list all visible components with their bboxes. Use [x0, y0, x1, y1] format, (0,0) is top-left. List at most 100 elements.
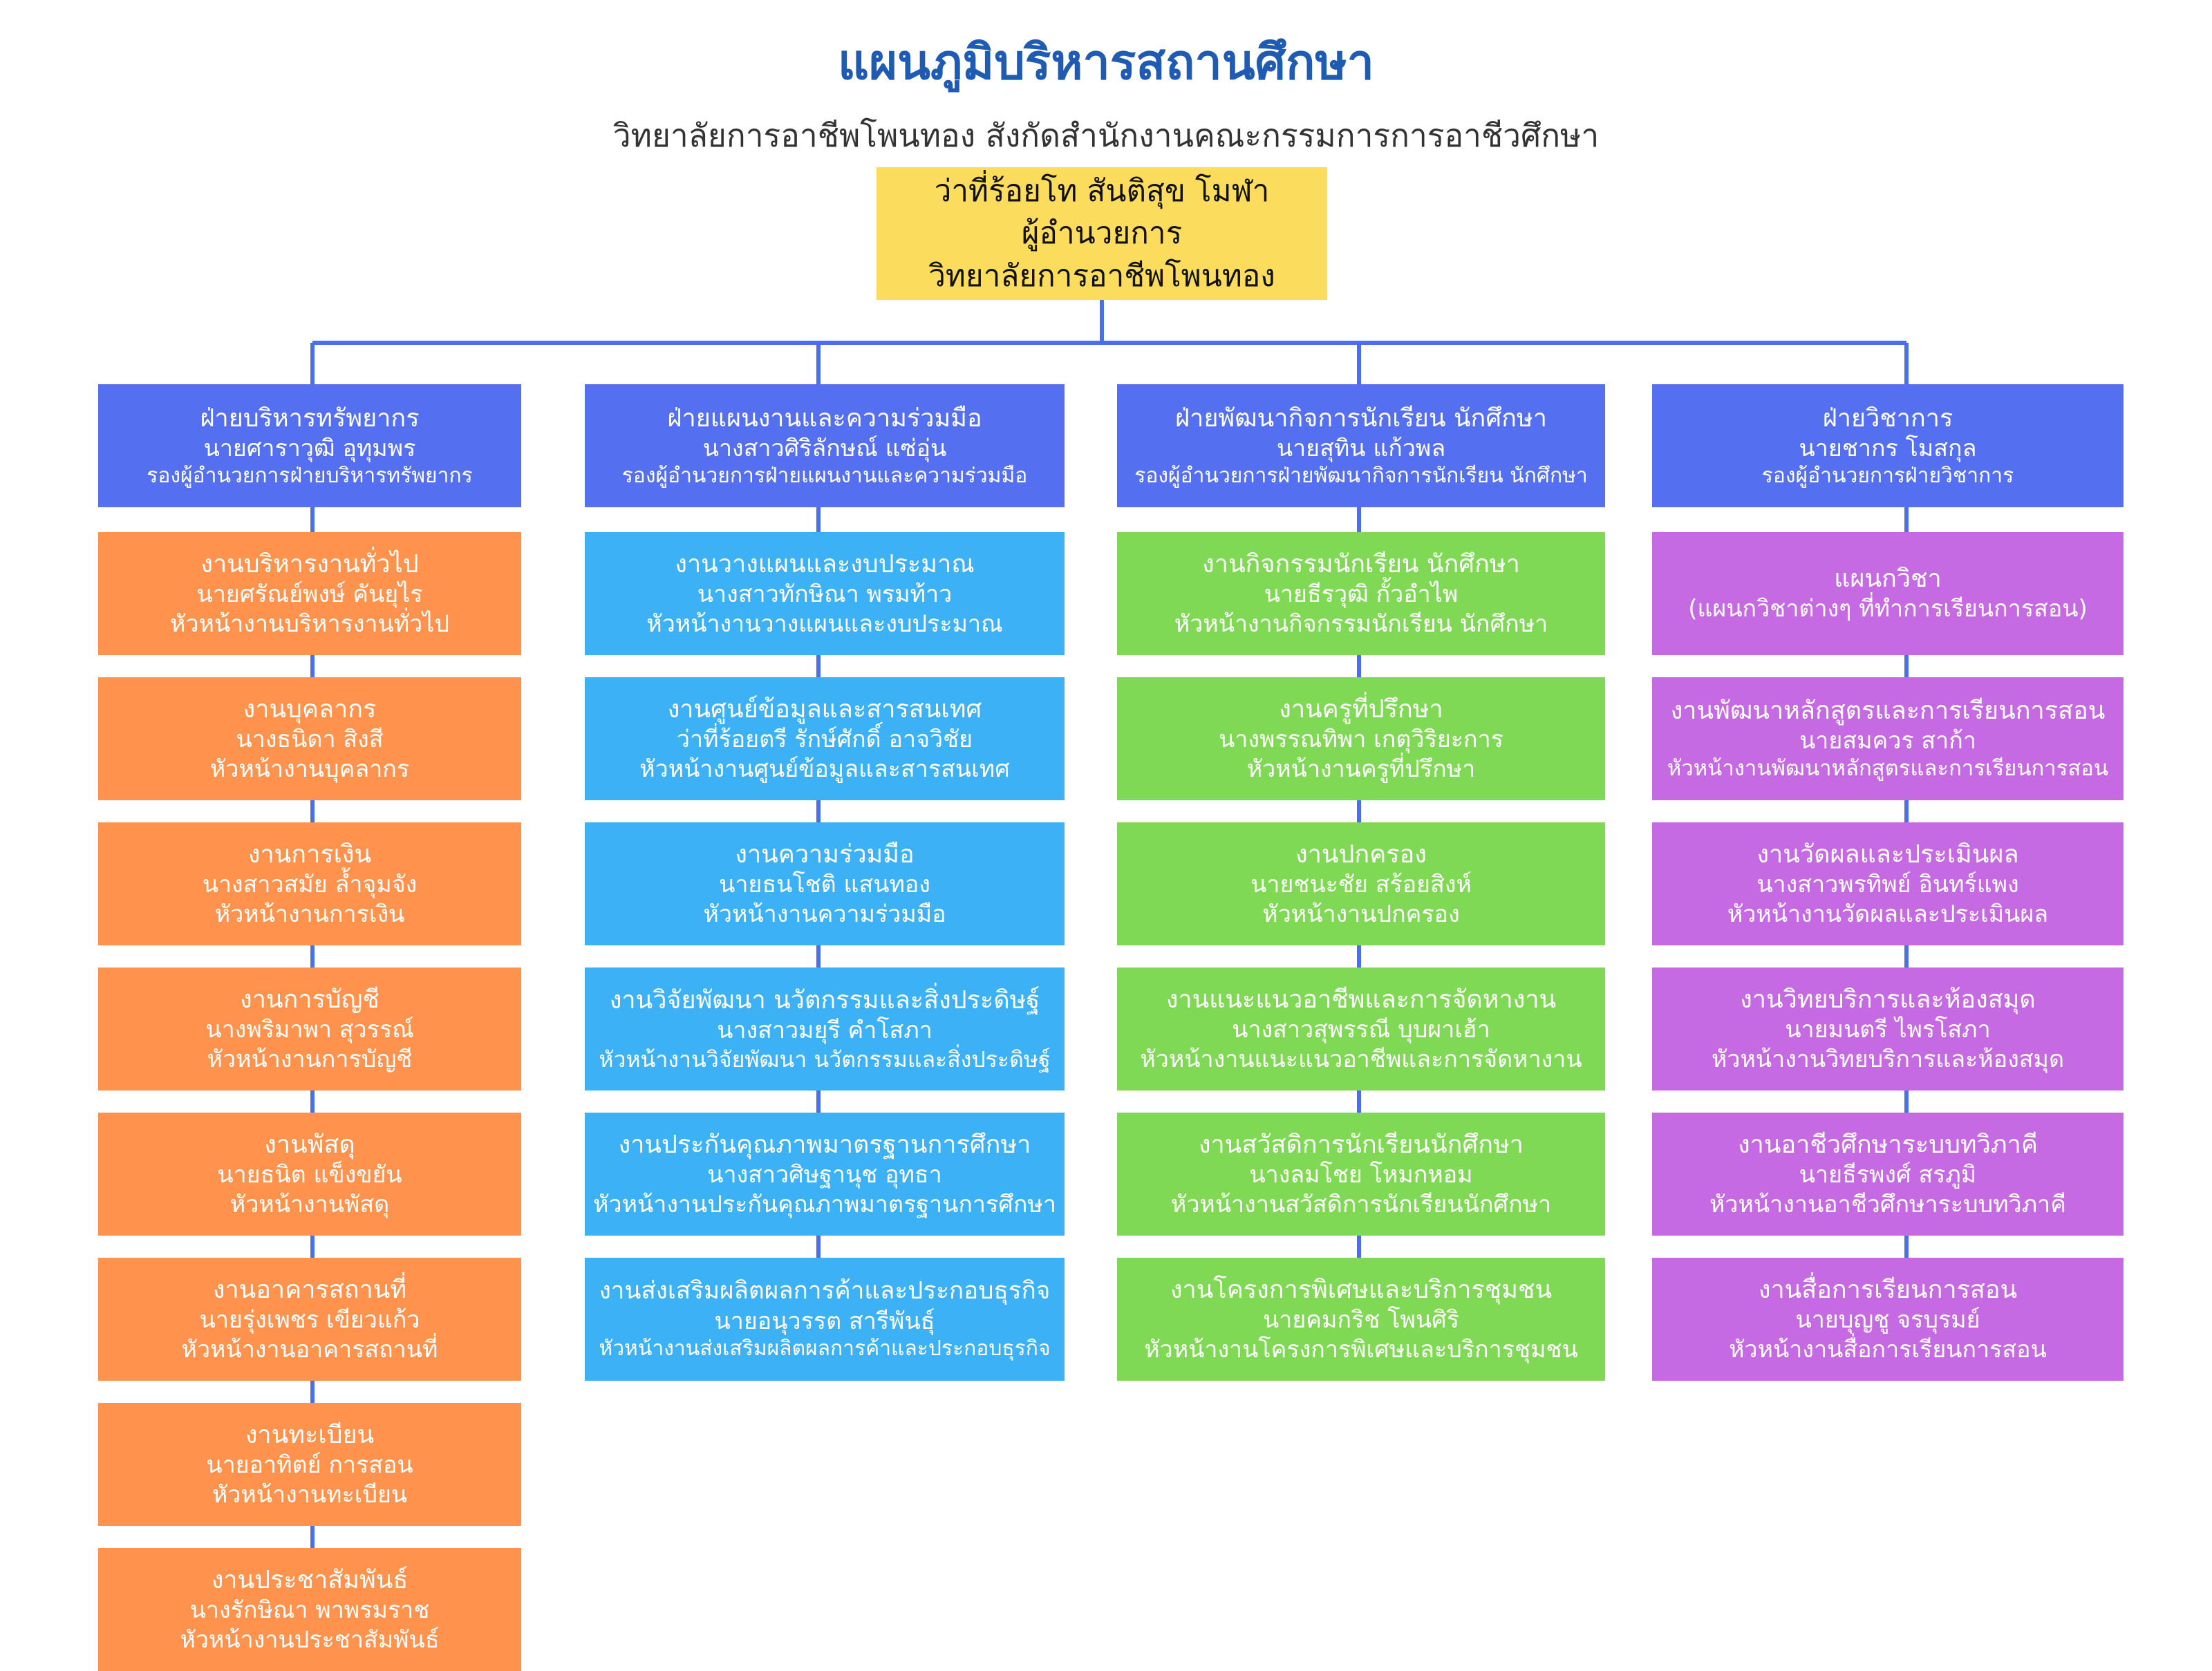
- task-person: นายรุ่งเพชร เขียวแก้ว: [199, 1306, 420, 1334]
- dept-head: นายสุทิน แก้วพล: [1276, 434, 1446, 462]
- task-role: หัวหน้างานประชาสัมพันธ์: [180, 1625, 440, 1654]
- dept-box-1: ฝ่ายแผนงานและความร่วมมือนางสาวศิริลักษณ์…: [585, 384, 1065, 507]
- task-box-2-4: งานสวัสดิการนักเรียนนักศึกษานางลมโชย โหม…: [1117, 1113, 1605, 1236]
- task-box-2-3: งานแนะแนวอาชีพและการจัดหางานนางสาวสุพรรณ…: [1117, 967, 1605, 1091]
- task-name: งานสื่อการเรียนการสอน: [1758, 1276, 2018, 1304]
- task-person: นายศรัณย์พงษ์ คันยุไร: [196, 580, 423, 608]
- task-name: งานแนะแนวอาชีพและการจัดหางาน: [1165, 985, 1557, 1014]
- task-box-1-5: งานส่งเสริมผลิตผลการค้าและประกอบธุรกิจนา…: [585, 1258, 1065, 1381]
- task-name: งานบริหารงานทั่วไป: [200, 550, 419, 578]
- task-person: นางสาวทักษิณา พรมท้าว: [697, 580, 953, 608]
- task-box-0-2: งานการเงินนางสาวสมัย ล้ำจุมจังหัวหน้างาน…: [98, 822, 521, 945]
- task-person: นายธนิต แข็งขยัน: [217, 1161, 402, 1189]
- dept-name: ฝ่ายบริหารทรัพยากร: [200, 404, 420, 433]
- dept-head: นายศาราวุฒิ อุทุมพร: [203, 434, 416, 462]
- task-person: นางพริมาพา สุวรรณ์: [205, 1016, 414, 1044]
- task-person: นายสมควร สาก้า: [1799, 726, 1976, 755]
- task-role: หัวหน้างานส่งเสริมผลิตผลการค้าและประกอบธ…: [599, 1337, 1051, 1361]
- task-person: นายธนโชติ แสนทอง: [719, 871, 930, 898]
- task-role: หัวหน้างานกิจกรรมนักเรียน นักศึกษา: [1174, 610, 1548, 638]
- dept-name: ฝ่ายพัฒนากิจการนักเรียน นักศึกษา: [1175, 404, 1547, 433]
- task-box-1-4: งานประกันคุณภาพมาตรฐานการศึกษานางสาวศิษฐ…: [585, 1113, 1065, 1236]
- task-role: หัวหน้างานวัดผลและประเมินผล: [1727, 900, 2049, 928]
- task-person: ว่าที่ร้อยตรี รักษ์ศักดิ์ อาจวิชัย: [676, 726, 973, 753]
- task-name: งานพัฒนาหลักสูตรและการเรียนการสอน: [1670, 696, 2106, 725]
- task-person: นายธีรวุฒิ กั้วอำไพ: [1264, 580, 1459, 608]
- task-name: งานสวัสดิการนักเรียนนักศึกษา: [1198, 1131, 1524, 1159]
- task-person: นางลมโชย โหมกหอม: [1249, 1161, 1473, 1189]
- task-person: นางรักษิณา พาพรมราช: [189, 1596, 430, 1624]
- task-box-0-4: งานพัสดุนายธนิต แข็งขยันหัวหน้างานพัสดุ: [98, 1113, 521, 1236]
- task-name: งานวางแผนและงบประมาณ: [675, 550, 975, 578]
- task-box-2-2: งานปกครองนายชนะชัย สร้อยสิงห์หัวหน้างานป…: [1117, 822, 1605, 945]
- task-name: งานอาคารสถานที่: [212, 1276, 407, 1304]
- task-box-0-0: งานบริหารงานทั่วไปนายศรัณย์พงษ์ คันยุไรห…: [98, 532, 521, 655]
- task-person: นางสาวมยุรี คำโสภา: [717, 1017, 932, 1045]
- task-role: หัวหน้างานแนะแนวอาชีพและการจัดหางาน: [1140, 1045, 1582, 1073]
- task-role: หัวหน้างานศูนย์ข้อมูลและสารสนเทศ: [639, 755, 1010, 783]
- task-person: นายมนตรี ไพรโสภา: [1785, 1016, 1991, 1044]
- task-person: นายอนุวรรต สารีพันธุ์: [714, 1307, 935, 1335]
- task-role: หัวหน้างานการเงิน: [214, 900, 405, 928]
- dept-head: นายชากร โมสกุล: [1799, 434, 1977, 462]
- task-box-2-5: งานโครงการพิเศษและบริการชุมชนนายคมกริช โ…: [1117, 1258, 1605, 1381]
- task-person: นางธนิดา สิงสี: [236, 726, 384, 753]
- dept-position: รองผู้อำนวยการฝ่ายพัฒนากิจการนักเรียน นั…: [1134, 464, 1588, 488]
- task-role: หัวหน้างานสื่อการเรียนการสอน: [1729, 1335, 2047, 1363]
- task-role: หัวหน้างานพัฒนาหลักสูตรและการเรียนการสอน: [1667, 756, 2109, 782]
- task-person: นางสาวศิษฐานุช อุทธา: [707, 1161, 942, 1189]
- task-box-0-7: งานประชาสัมพันธ์นางรักษิณา พาพรมราชหัวหน…: [98, 1548, 521, 1671]
- task-box-3-3: งานวิทยบริการและห้องสมุดนายมนตรี ไพรโสภา…: [1652, 967, 2124, 1091]
- task-name: งานวิทยบริการและห้องสมุด: [1740, 985, 2036, 1014]
- dept-name: ฝ่ายแผนงานและความร่วมมือ: [667, 404, 982, 433]
- task-role: หัวหน้างานประกันคุณภาพมาตรฐานการศึกษา: [593, 1190, 1056, 1218]
- task-box-3-0: แผนกวิชา(แผนกวิชาต่างๆ ที่ทำการเรียนการส…: [1652, 532, 2124, 655]
- dept-position: รองผู้อำนวยการฝ่ายบริหารทรัพยากร: [147, 464, 473, 488]
- task-name: งานบุคลากร: [243, 695, 377, 724]
- task-box-1-0: งานวางแผนและงบประมาณนางสาวทักษิณา พรมท้า…: [585, 532, 1065, 655]
- task-box-1-3: งานวิจัยพัฒนา นวัตกรรมและสิ่งประดิษฐ์นาง…: [585, 967, 1065, 1091]
- task-box-1-2: งานความร่วมมือนายธนโชติ แสนทองหัวหน้างาน…: [585, 822, 1065, 945]
- task-role: หัวหน้างานบุคลากร: [209, 755, 410, 783]
- task-role: หัวหน้างานพัสดุ: [229, 1190, 390, 1218]
- dept-head: นางสาวศิริลักษณ์ แซ่อุ่น: [702, 434, 947, 462]
- task-name: งานอาชีวศึกษาระบบทวิภาคี: [1738, 1131, 2038, 1159]
- task-box-3-4: งานอาชีวศึกษาระบบทวิภาคีนายธีรพงศ์ สรภูม…: [1652, 1113, 2124, 1236]
- dept-box-2: ฝ่ายพัฒนากิจการนักเรียน นักศึกษานายสุทิน…: [1117, 384, 1605, 507]
- page-subtitle: วิทยาลัยการอาชีพโพนทอง สังกัดสำนักงานคณะ…: [612, 117, 1600, 154]
- task-person: นายคมกริช โพนศิริ: [1263, 1306, 1459, 1334]
- task-name: งานการบัญชี: [240, 985, 379, 1014]
- task-name: งานวัดผลและประเมินผล: [1756, 840, 2019, 869]
- task-name: งานกิจกรรมนักเรียน นักศึกษา: [1202, 550, 1520, 578]
- task-name: งานทะเบียน: [245, 1421, 375, 1449]
- dept-name: ฝ่ายวิชาการ: [1822, 404, 1953, 433]
- task-box-3-5: งานสื่อการเรียนการสอนนายบุญชู จรบุรมย์หั…: [1652, 1258, 2124, 1381]
- task-box-0-6: งานทะเบียนนายอาทิตย์ การสอนหัวหน้างานทะเ…: [98, 1403, 521, 1526]
- task-role: หัวหน้างานวิจัยพัฒนา นวัตกรรมและสิ่งประด…: [599, 1046, 1051, 1073]
- task-role: หัวหน้างานทะเบียน: [212, 1480, 408, 1509]
- dept-box-0: ฝ่ายบริหารทรัพยากรนายศาราวุฒิ อุทุมพรรอง…: [98, 384, 521, 507]
- task-person: นายอาทิตย์ การสอน: [206, 1451, 413, 1479]
- dept-position: รองผู้อำนวยการฝ่ายวิชาการ: [1761, 464, 2014, 488]
- page-title: แผนภูมิบริหารสถานศึกษา: [838, 34, 1374, 91]
- task-person: นางพรรณทิพา เกตุวิริยะการ: [1219, 726, 1503, 753]
- task-name: งานวิจัยพัฒนา นวัตกรรมและสิ่งประดิษฐ์: [609, 986, 1040, 1015]
- task-box-2-0: งานกิจกรรมนักเรียน นักศึกษานายธีรวุฒิ กั…: [1117, 532, 1605, 655]
- task-person: นายชนะชัย สร้อยสิงห์: [1250, 871, 1472, 898]
- task-name: งานศูนย์ข้อมูลและสารสนเทศ: [667, 695, 982, 724]
- task-name: งานปกครอง: [1295, 840, 1427, 869]
- task-person: นายธีรพงศ์ สรภูมิ: [1799, 1161, 1977, 1189]
- director-org: วิทยาลัยการอาชีพโพนทอง: [928, 258, 1275, 294]
- task-role: (แผนกวิชาต่างๆ ที่ทำการเรียนการสอน): [1688, 595, 2088, 623]
- task-name: งานพัสดุ: [264, 1131, 355, 1159]
- dept-position: รองผู้อำนวยการฝ่ายแผนงานและความร่วมมือ: [621, 464, 1028, 488]
- task-name: งานประกันคุณภาพมาตรฐานการศึกษา: [618, 1131, 1031, 1159]
- task-box-3-2: งานวัดผลและประเมินผลนางสาวพรทิพย์ อินทร์…: [1652, 822, 2124, 945]
- task-role: หัวหน้างานบริหารงานทั่วไป: [170, 610, 449, 638]
- task-person: นางสาวพรทิพย์ อินทร์แพง: [1756, 871, 2019, 898]
- task-person: นางสาวสุพรรณี บุบผาเฮ้า: [1232, 1016, 1490, 1044]
- task-role: หัวหน้างานอาคารสถานที่: [181, 1335, 438, 1363]
- task-role: หัวหน้างานปกครอง: [1262, 900, 1460, 928]
- task-role: หัวหน้างานครูที่ปรึกษา: [1246, 755, 1476, 783]
- task-name: งานโครงการพิเศษและบริการชุมชน: [1170, 1276, 1553, 1304]
